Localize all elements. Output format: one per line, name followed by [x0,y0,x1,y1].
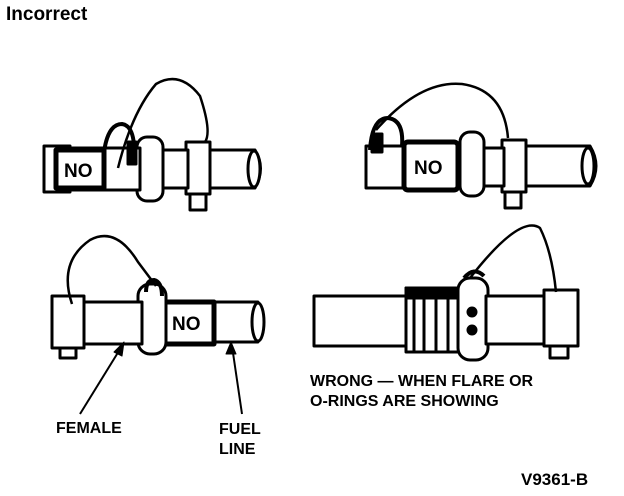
fuel-line-label-line1: FUEL [219,421,261,438]
caption-line2: O-RINGS ARE SHOWING [310,393,499,410]
retainer-clip-wire [469,224,558,293]
fitting-bottom-right [312,224,580,362]
hex-nut [542,288,580,348]
fitting-top-right [364,82,598,210]
hex-nut [500,138,528,194]
fuel-line-leader [231,345,243,415]
figure-code: V9361-B [521,470,589,489]
fitting-flare [456,276,490,362]
retainer-clip-wire [66,234,157,305]
wrong-caption: WRONG — WHEN FLARE OR O-RINGS ARE SHOWIN… [310,372,533,412]
retainer-clip-wire [375,82,510,139]
fitting-body [484,294,548,346]
retainer-clip-wire [116,77,209,169]
diagram-title: Incorrect [6,4,88,25]
female-tube [80,300,144,346]
hex-nut [50,294,86,350]
no-label-box [53,147,107,191]
retainer-clip [144,278,164,297]
no-badge-text: NO [64,161,93,182]
retainer-clip [462,269,486,280]
fitting-top-left [42,77,262,212]
no-badge-text: NO [172,314,201,335]
no-badge-text: NO [414,158,443,179]
fitting-bottom-left [50,234,266,415]
fuel-line-label-line2: LINE [219,441,256,458]
fuel-line-tube [518,144,598,188]
fuel-line-label: FUEL LINE [219,420,279,460]
no-label-box [401,139,461,193]
female-label: FEMALE [56,420,122,437]
hex-nut [184,140,212,196]
female-tube [312,294,412,348]
female-leader [79,345,123,415]
fitting-flare [458,130,486,198]
caption-line1: WRONG — WHEN FLARE OR [310,373,534,390]
no-label-box [159,299,217,347]
